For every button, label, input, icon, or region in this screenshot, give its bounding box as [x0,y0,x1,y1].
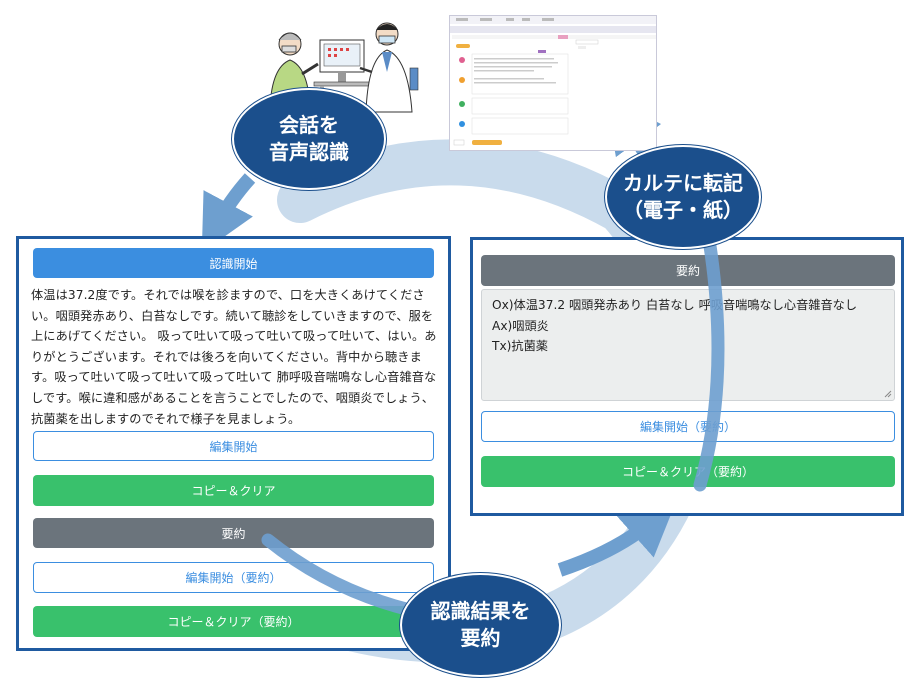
transcribe-to-chart-bubble: カルテに転記 （電子・紙） [605,145,761,249]
summary-line-treatment: Tx)抗菌薬 [492,339,548,353]
bubble-summary-line-1: 認識結果を [430,599,531,623]
summarize-result-bubble: 認識結果を 要約 [400,573,561,677]
start-recognition-button[interactable]: 認識開始 [33,248,434,278]
summary-line-assessment: Ax)咽頭炎 [492,318,549,333]
arrow-to-left-panel [201,173,256,253]
bubble-karte-line-2: （電子・紙） [623,198,743,222]
arrow-to-right-panel [557,499,677,577]
edit-start-button[interactable]: 編集開始 [33,431,434,461]
summarize-button[interactable]: 要約 [33,518,434,548]
copy-clear-summary-button[interactable]: コピー＆クリア（要約） [33,606,434,637]
summary-panel: 要約 Ox)体温37.2 咽頭発赤あり 白苔なし 呼吸音喘鳴なし心音雑音なし A… [470,237,904,516]
bubble-speech-line-1: 会話を [279,113,339,137]
bubble-summary-line-2: 要約 [460,626,501,650]
copy-clear-summary-button[interactable]: コピー＆クリア（要約） [481,456,895,487]
edit-start-summary-button[interactable]: 編集開始（要約） [481,411,895,442]
speech-recognition-bubble: 会話を 音声認識 [232,88,386,190]
transcript-text: 体温は37.2度です。それでは喉を診ますので、口を大きくあけてください。咽頭発赤… [31,288,437,426]
resize-grip-icon[interactable] [884,390,892,398]
bubble-karte-line-1: カルテに転記 [623,171,743,195]
summarize-button[interactable]: 要約 [481,255,895,286]
summary-textarea[interactable]: Ox)体温37.2 咽頭発赤あり 白苔なし 呼吸音喘鳴なし心音雑音なし Ax)咽… [481,289,895,401]
bubble-speech-line-2: 音声認識 [269,140,349,164]
summary-line-objective: Ox)体温37.2 咽頭発赤あり 白苔なし 呼吸音喘鳴なし心音雑音なし [492,298,858,312]
recognition-panel: 認識開始 体温は37.2度です。それでは喉を診ますので、口を大きくあけてください… [16,236,451,651]
copy-clear-button[interactable]: コピー＆クリア [33,475,434,506]
ehr-screenshot-thumbnail [449,15,657,151]
edit-start-summary-button[interactable]: 編集開始（要約） [33,562,434,593]
